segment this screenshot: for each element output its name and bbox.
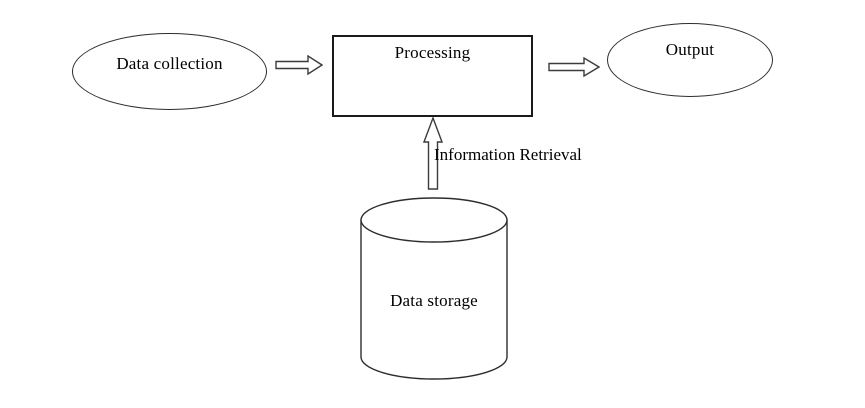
cylinder-shape [360,197,508,380]
output-label: Output [665,40,715,59]
processing-label: Processing [394,43,471,62]
node-output: Output [607,23,773,97]
data-collection-label: Data collection [116,53,223,73]
arrow-up-icon [423,117,443,190]
arrow-right-icon [275,55,323,75]
data-storage-label: Data storage [390,291,478,310]
node-data-storage: Data storage [360,197,508,380]
arrow-right-icon [548,57,600,77]
node-data-collection: Data collection [72,33,267,110]
information-retrieval-label: Information Retrieval [434,145,582,164]
node-processing: Processing [332,35,533,117]
